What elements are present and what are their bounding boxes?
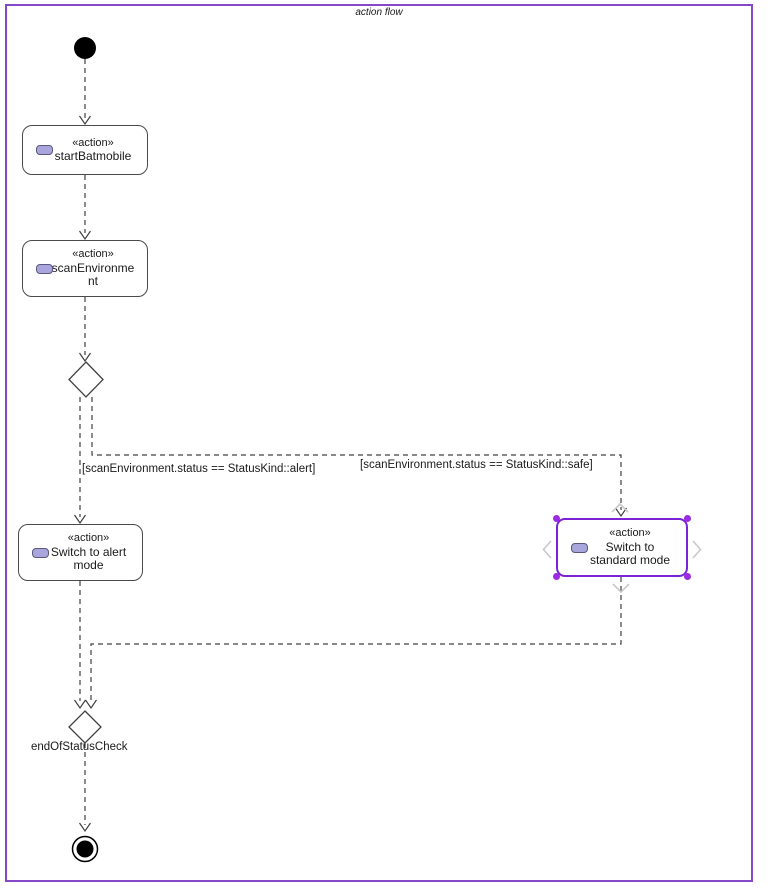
edge-start-to-scan[interactable] — [79, 175, 91, 241]
action-node-switch-to-standard-mode[interactable]: «action» Switch to standard mode — [556, 518, 688, 577]
action-icon — [571, 542, 588, 553]
selection-handle-top-right[interactable] — [684, 515, 691, 522]
selection-handle-top-left[interactable] — [553, 515, 560, 522]
stereotype-label: «action» — [72, 248, 114, 261]
action-name: startBatmobile — [54, 149, 132, 163]
action-name: scanEnvironment — [51, 260, 135, 289]
chevron-up-icon[interactable] — [611, 502, 629, 513]
edge-standard-to-merge[interactable] — [85, 577, 622, 710]
guard-label-alert[interactable]: [scanEnvironment.status == StatusKind::a… — [82, 463, 316, 475]
edge-decision-to-alert[interactable] — [74, 397, 86, 525]
chevron-right-icon[interactable] — [692, 540, 702, 559]
stereotype-label: «action» — [72, 136, 114, 149]
action-icon — [32, 547, 49, 558]
edge-initial-to-startbatmobile[interactable] — [79, 59, 91, 126]
selection-handle-bottom-left[interactable] — [553, 573, 560, 580]
action-node-switch-to-alert-mode[interactable]: «action» Switch to alert mode — [18, 524, 143, 581]
chevron-left-icon[interactable] — [542, 540, 552, 559]
activity-final-node[interactable] — [71, 835, 99, 863]
edge-merge-to-final[interactable] — [79, 743, 91, 833]
action-icon — [36, 145, 53, 155]
action-name: Switch to standard mode — [589, 539, 671, 568]
merge-node[interactable] — [68, 710, 102, 744]
merge-node-label[interactable]: endOfStatusCheck — [31, 741, 128, 753]
action-icon — [36, 263, 53, 274]
action-node-startbatmobile[interactable]: «action» startBatmobile — [22, 125, 148, 175]
initial-node[interactable] — [74, 37, 96, 59]
edge-alert-to-merge[interactable] — [74, 581, 86, 710]
decision-node[interactable] — [68, 361, 104, 398]
chevron-down-icon[interactable] — [612, 583, 630, 594]
selection-handle-bottom-right[interactable] — [684, 573, 691, 580]
edge-scan-to-decision[interactable] — [79, 297, 91, 363]
stereotype-label: «action» — [67, 532, 110, 545]
action-node-scanenvironment[interactable]: «action» scanEnvironment — [22, 240, 148, 297]
guard-label-safe[interactable]: [scanEnvironment.status == StatusKind::s… — [360, 459, 593, 471]
diagram-title: action flow — [355, 7, 403, 18]
action-name: Switch to alert mode — [50, 544, 127, 573]
edge-decision-to-standard[interactable] — [91, 397, 627, 518]
stereotype-label: «action» — [609, 527, 651, 540]
